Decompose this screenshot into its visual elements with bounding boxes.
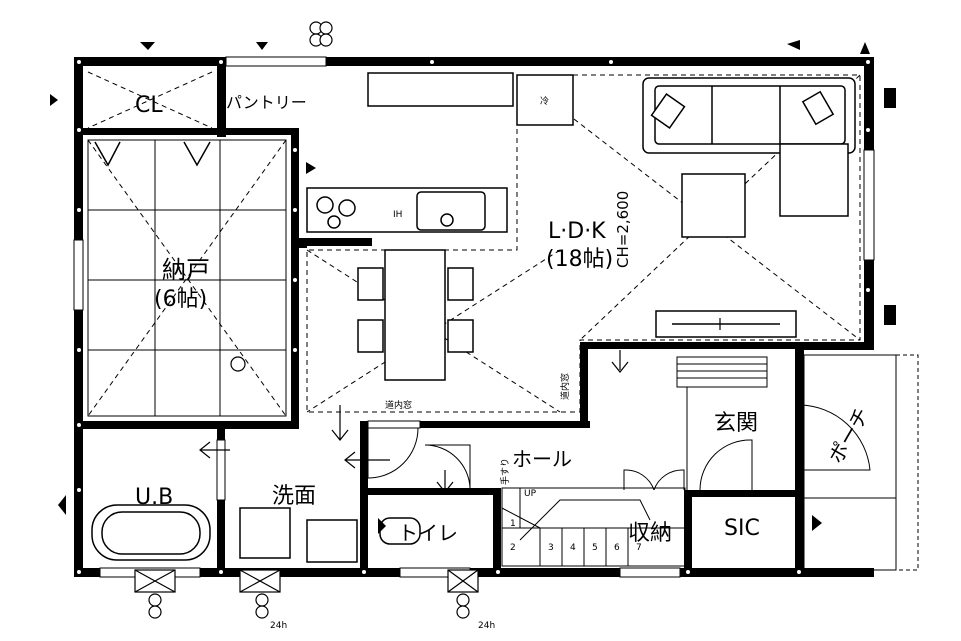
closet-doors <box>94 141 211 167</box>
svg-text:2: 2 <box>510 543 516 553</box>
svg-text:4: 4 <box>570 543 576 553</box>
label-window-ldk: 道内窓 <box>385 399 412 411</box>
stair-numbers: 1 2 3 4 5 6 7 <box>510 519 642 553</box>
vent-label-2: 24h <box>478 621 495 631</box>
svg-text:5: 5 <box>592 543 598 553</box>
label-ub: U.B <box>135 485 173 510</box>
bathtub <box>91 504 211 561</box>
stair-up-label: UP <box>524 489 537 499</box>
fridge <box>516 74 574 126</box>
label-handrail: 手すり <box>499 458 511 485</box>
label-storage-name: 納戸 <box>162 256 210 284</box>
label-storage-size: (6帖) <box>154 287 207 312</box>
label-cl: CL <box>135 93 163 118</box>
sofa <box>642 77 856 217</box>
exhaust-fans <box>134 21 479 619</box>
wall-markers <box>50 40 896 534</box>
label-pantry: パントリー <box>226 93 307 112</box>
svg-text:6: 6 <box>614 543 620 553</box>
entrance-step <box>676 356 768 490</box>
label-window-hall: 道内窓 <box>559 373 571 400</box>
svg-text:1: 1 <box>510 519 516 529</box>
svg-text:3: 3 <box>548 543 554 553</box>
label-ldk-name: L·D·K <box>548 219 606 244</box>
storage-mark <box>230 356 246 372</box>
label-toilet: トイレ <box>398 521 458 545</box>
stairs <box>501 487 686 567</box>
porch-outline <box>803 354 919 571</box>
storage-grid <box>87 139 287 417</box>
washing-machine <box>306 519 358 563</box>
kitchen-counter <box>306 187 508 233</box>
vent-label-1: 24h <box>270 621 287 631</box>
fridge-mark: 冷 <box>540 95 549 107</box>
ih-mark: IH <box>393 210 402 220</box>
label-ceiling-height: CH=2,600 <box>614 191 632 268</box>
svg-text:7: 7 <box>636 543 642 553</box>
dining-set <box>357 249 474 381</box>
interior-walls <box>83 57 802 575</box>
label-ldk-size: (18帖) <box>546 247 613 272</box>
upper-shelf <box>367 72 514 107</box>
coffee-table <box>681 173 746 238</box>
label-entrance: 玄関 <box>714 411 758 436</box>
label-sic: SIC <box>724 516 760 541</box>
label-washroom: 洗面 <box>272 484 316 509</box>
label-hall: ホール <box>512 447 572 471</box>
column-dots <box>77 60 870 574</box>
door-swings <box>367 404 871 491</box>
wash-basin <box>239 507 291 559</box>
vent-arrows <box>199 318 721 493</box>
label-closet: 収納 <box>628 521 672 546</box>
